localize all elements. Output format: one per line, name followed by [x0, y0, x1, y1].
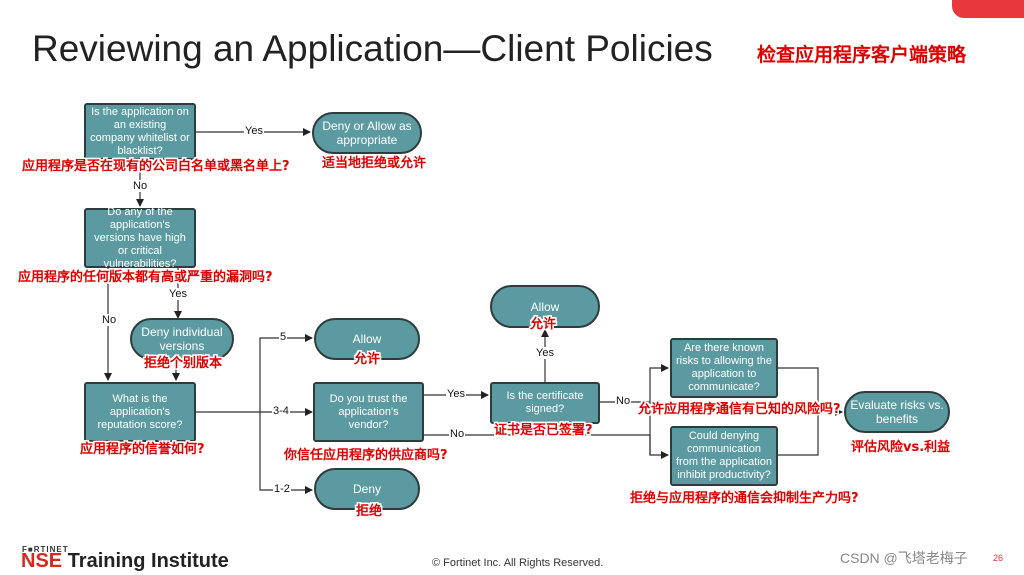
node-deny-individual-versions: Deny individual versions	[130, 318, 234, 360]
edge-risks-evaluate	[778, 367, 843, 416]
edge-score-5	[259, 334, 313, 412]
edge-score-12	[259, 412, 313, 494]
cn-annotation-whitelist: 应用程序是否在现有的公司白名单或黑名单上?	[22, 159, 290, 174]
node-certificate-question: Is the certificate signed?	[490, 382, 600, 424]
edge-productivity-evaluate	[778, 412, 819, 456]
edge-label-yes: Yes	[535, 347, 555, 359]
cn-annotation-evaluate: 评估风险vs.利益	[851, 440, 951, 455]
node-productivity-question: Could denying communication from the app…	[670, 426, 778, 486]
node-vendor-question: Do you trust the application's vendor?	[313, 382, 424, 442]
cn-annotation-deny-versions: 拒绝个别版本	[144, 356, 223, 371]
nse-logo-mark: NSE	[21, 550, 63, 572]
node-allow-score-5: Allow	[314, 318, 420, 360]
edge-label-yes: Yes	[168, 288, 188, 300]
node-reputation-question: What is the application's reputation sco…	[84, 382, 196, 442]
nse-training-institute-logo: NSE Training Institute	[21, 550, 229, 573]
node-deny-or-allow: Deny or Allow as appropriate	[312, 112, 422, 154]
edge-label-yes: Yes	[244, 125, 264, 137]
cn-annotation-versions: 应用程序的任何版本都有高或严重的漏洞吗?	[18, 270, 273, 285]
node-versions-question: Do any of the application's versions hav…	[84, 206, 196, 270]
edge-cert-no-upper	[600, 364, 669, 403]
edge-label-no: No	[101, 314, 118, 326]
edge-label-yes: Yes	[446, 388, 466, 400]
node-deny-score-12: Deny	[314, 468, 420, 510]
copyright-text: © Fortinet Inc. All Rights Reserved.	[432, 557, 604, 569]
node-whitelist-question: Is the application on an existing compan…	[84, 103, 196, 160]
node-risks-question: Are there known risks to allowing the ap…	[670, 338, 778, 398]
csdn-watermark: CSDN @飞塔老梅子	[840, 550, 968, 566]
cn-annotation-allow-cert: 允许	[530, 317, 557, 332]
cn-annotation-vendor: 你信任应用程序的供应商吗?	[284, 448, 448, 463]
cn-annotation-deny: 拒绝	[356, 504, 383, 519]
edge-label-score-34: 3-4	[272, 405, 290, 417]
cn-annotation-certificate: 证书是否已签署?	[494, 423, 593, 438]
logo-rest-text: Training Institute	[62, 550, 229, 572]
slide-title: Reviewing an Application—Client Policies	[32, 28, 713, 69]
fortinet-logo-text: F■RTINET	[22, 545, 69, 554]
cn-annotation-allow: 允许	[354, 352, 381, 367]
cn-annotation-risks: 允许应用程序通信有已知的风险吗?	[638, 402, 841, 417]
cn-annotation-reputation: 应用程序的信誉如何?	[80, 442, 205, 457]
slide-title-cn: 检查应用程序客户端策略	[757, 44, 967, 66]
edge-label-score-5: 5	[279, 331, 288, 343]
edge-label-score-12: 1-2	[273, 483, 291, 495]
accent-corner	[952, 0, 1024, 18]
edge-label-no: No	[132, 180, 149, 192]
node-allow-certificate: Allow	[490, 285, 600, 328]
cn-annotation-deny-allow: 适当地拒绝或允许	[322, 156, 427, 171]
page-number: 26	[993, 553, 1004, 563]
cn-annotation-productivity: 拒绝与应用程序的通信会抑制生产力吗?	[630, 491, 859, 506]
node-evaluate-risks: Evaluate risks vs. benefits	[844, 391, 950, 433]
edge-label-no: No	[615, 395, 632, 407]
edge-label-no: No	[449, 428, 466, 440]
